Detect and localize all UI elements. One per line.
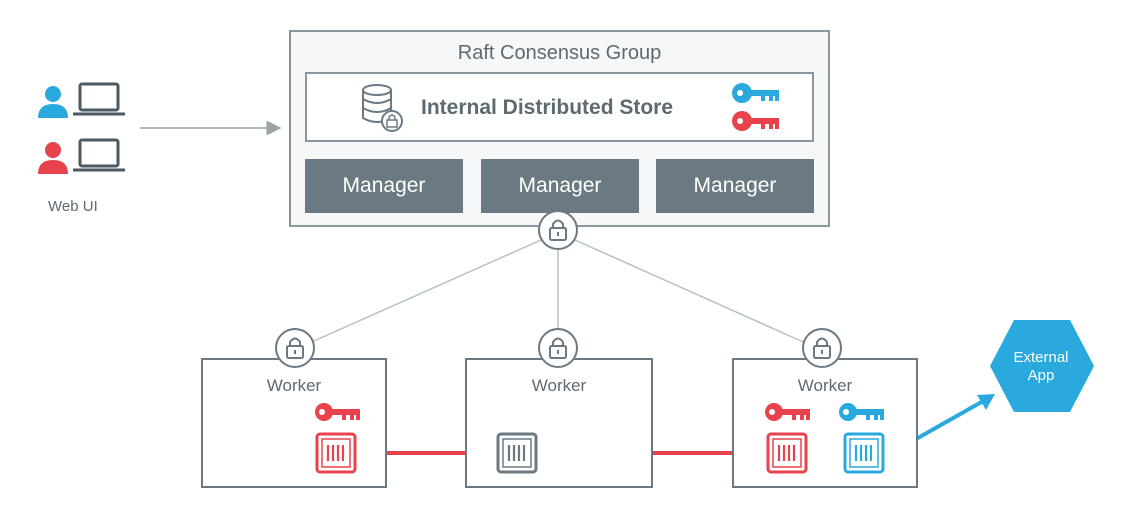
lock-icon — [275, 328, 315, 368]
lock-icon — [538, 328, 578, 368]
key-icon — [732, 111, 779, 131]
user-icon — [38, 142, 68, 174]
raft-group-title: Raft Consensus Group — [457, 42, 662, 64]
external-app-line2: App — [1027, 367, 1055, 384]
key-icon — [315, 403, 360, 421]
key-icon — [839, 403, 884, 421]
worker-label: Worker — [531, 376, 587, 395]
database-icon — [362, 84, 403, 132]
container-icon — [843, 432, 885, 474]
link-manager-worker-3 — [574, 239, 811, 346]
lock-icon — [538, 210, 578, 250]
web-ui-label: Web UI — [48, 198, 98, 215]
store-label: Internal Distributed Store — [421, 96, 674, 119]
manager-node-3: Manager — [656, 159, 814, 213]
laptop-icon — [73, 138, 125, 172]
container-icon — [496, 432, 538, 474]
internal-distributed-store: Internal Distributed Store — [305, 72, 814, 142]
link-manager-worker-1 — [304, 239, 542, 346]
hexagon-icon — [990, 320, 1094, 412]
manager-node-1: Manager — [305, 159, 463, 213]
lock-icon — [802, 328, 842, 368]
external-app-label: External App — [988, 349, 1094, 385]
external-app-line1: External — [1013, 349, 1069, 366]
worker-node-3: Worker — [732, 358, 918, 488]
store-keys — [732, 83, 779, 131]
key-icon — [765, 403, 810, 421]
container-icon — [315, 432, 357, 474]
key-icon — [732, 83, 779, 103]
worker-label: Worker — [266, 376, 322, 395]
web-ui-icons — [38, 82, 125, 174]
manager-node-2: Manager — [481, 159, 639, 213]
worker-label: Worker — [797, 376, 853, 395]
laptop-icon — [73, 82, 125, 116]
container-icon — [766, 432, 808, 474]
worker-node-2: Worker — [465, 358, 653, 488]
user-icon — [38, 86, 68, 118]
